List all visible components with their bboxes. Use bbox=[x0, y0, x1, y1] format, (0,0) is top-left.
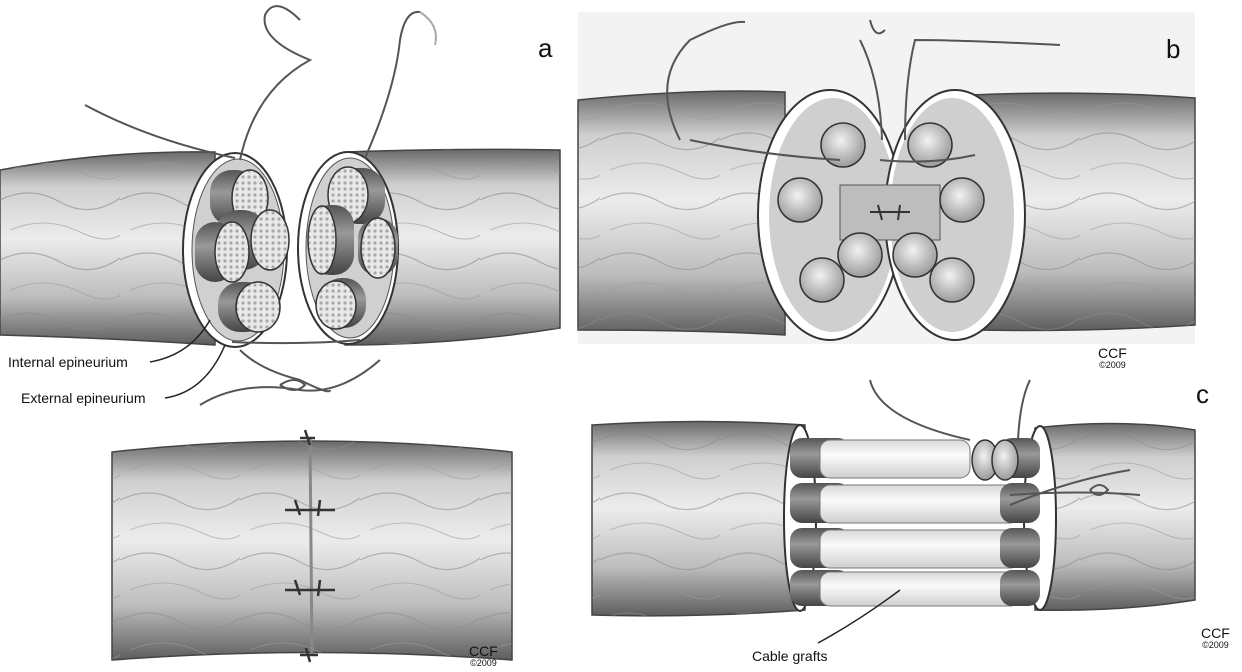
fascicle bbox=[893, 233, 937, 277]
fascicle bbox=[195, 222, 249, 282]
fascicle bbox=[930, 258, 974, 302]
repaired-nerve-a bbox=[112, 438, 512, 660]
external-epineurium-label: External epineurium bbox=[21, 390, 146, 406]
panel-label-b: b bbox=[1166, 34, 1180, 65]
left-nerve-c bbox=[592, 422, 816, 616]
credit-year: ©2009 bbox=[1098, 360, 1127, 370]
panel-a-cut-nerves bbox=[0, 6, 560, 662]
panel-c bbox=[592, 380, 1195, 643]
credit-c: CCF ©2009 bbox=[1201, 627, 1230, 650]
credit-name: CCF bbox=[1098, 345, 1127, 361]
fascicle bbox=[821, 123, 865, 167]
right-nerve-c bbox=[1024, 423, 1195, 610]
fascicle bbox=[308, 205, 354, 275]
fascicle bbox=[218, 282, 280, 332]
credit-name: CCF bbox=[1201, 625, 1230, 641]
graft-end-fascicles bbox=[972, 440, 1018, 480]
fascicle bbox=[940, 178, 984, 222]
fascicle bbox=[838, 233, 882, 277]
credit-b: CCF ©2009 bbox=[1098, 347, 1127, 370]
fascicle bbox=[778, 178, 822, 222]
cable-grafts-c bbox=[790, 438, 1040, 606]
panel-label-c: c bbox=[1196, 379, 1209, 410]
panel-label-a: a bbox=[538, 33, 552, 64]
cable-grafts-label: Cable grafts bbox=[752, 648, 827, 664]
cable-graft bbox=[790, 528, 1040, 568]
cable-graft bbox=[790, 570, 1040, 606]
credit-name: CCF bbox=[469, 643, 498, 659]
fascicle bbox=[800, 258, 844, 302]
credit-year: ©2009 bbox=[1201, 640, 1230, 650]
cable-graft bbox=[790, 483, 1040, 523]
fascicle bbox=[358, 218, 398, 278]
credit-year: ©2009 bbox=[469, 658, 498, 668]
credit-a: CCF ©2009 bbox=[469, 645, 498, 668]
internal-epineurium-label: Internal epineurium bbox=[8, 354, 128, 370]
panel-b bbox=[578, 12, 1195, 344]
left-nerve-b bbox=[578, 91, 785, 335]
fascicle bbox=[316, 278, 366, 329]
